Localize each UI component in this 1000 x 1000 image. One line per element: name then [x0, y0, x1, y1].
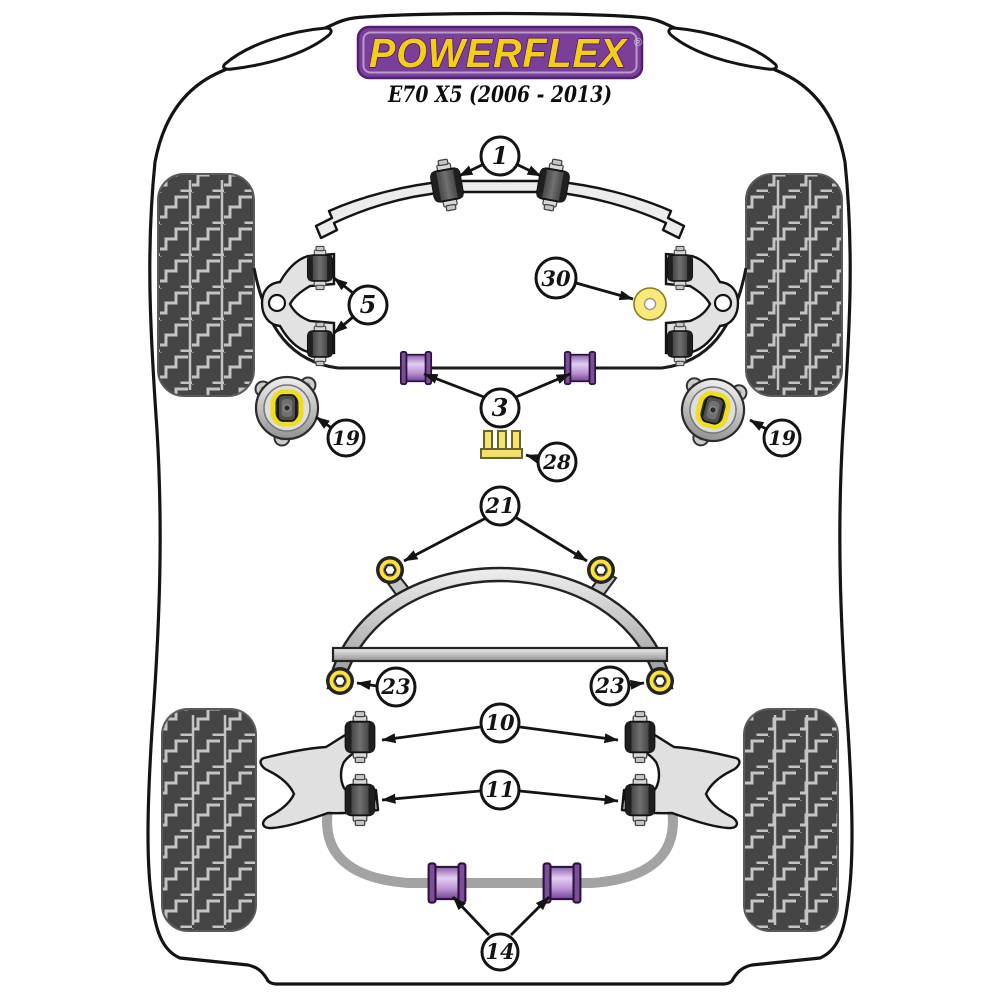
upper-control-arm-left [260, 245, 336, 367]
subframe-mount-rear-right [645, 666, 675, 696]
subframe-mount-front-left [375, 555, 405, 585]
tire-rear-right [743, 708, 839, 932]
subframe-mount-front-right [586, 555, 616, 585]
callout-21: 21 [479, 485, 521, 527]
callout-23-right: 23 [589, 665, 631, 707]
callout-11-label: 11 [485, 777, 514, 802]
mount-insert-28 [480, 430, 523, 459]
callout-1: 1 [479, 135, 521, 177]
front-link-bar [314, 156, 686, 240]
callout-11: 11 [479, 769, 521, 811]
headlight-right [667, 26, 778, 71]
callout-10-label: 10 [485, 710, 515, 735]
callout-19-right: 19 [762, 418, 802, 458]
tire-front-right [745, 173, 843, 397]
callout-arrows [315, 162, 769, 936]
callout-14-label: 14 [485, 939, 514, 964]
rear-arb-bushing-right [542, 862, 582, 904]
callout-30-label: 30 [541, 266, 571, 291]
callout-14: 14 [480, 932, 520, 972]
subframe [325, 555, 675, 696]
callout-1-label: 1 [492, 141, 509, 170]
brand-header: POWERFLEX ® E70 X5 (2006 - 2013) [356, 25, 644, 108]
callout-19-left: 19 [326, 418, 366, 458]
callout-3: 3 [479, 387, 521, 429]
brand-logo-plate [356, 25, 644, 80]
rear-antiroll-bar [322, 799, 678, 904]
subframe-mount-rear-left [325, 666, 355, 696]
callout-10: 10 [479, 702, 521, 744]
front-arb-bushing-right [563, 350, 597, 386]
registered-mark: ® [634, 37, 642, 49]
callout-30: 30 [534, 256, 578, 300]
washer-bush-30 [633, 287, 667, 321]
trailing-arm-right [620, 710, 741, 830]
callout-19-left-label: 19 [332, 426, 360, 450]
callout-23-left: 23 [375, 666, 417, 708]
tire-front-left [157, 173, 255, 397]
callout-5-label: 5 [360, 290, 377, 319]
callout-19-right-label: 19 [768, 426, 796, 450]
model-title: E70 X5 (2006 - 2013) [387, 82, 612, 108]
callout-28: 28 [536, 441, 578, 483]
rear-arb-bushing-left [427, 862, 467, 904]
callout-23-left-label: 23 [380, 674, 410, 699]
callout-28-label: 28 [542, 450, 571, 474]
upper-control-arm-right [664, 245, 740, 367]
headlight-left [222, 26, 333, 71]
callout-3-label: 3 [492, 393, 509, 422]
brand-logo-text: POWERFLEX [369, 30, 629, 76]
callout-21-label: 21 [484, 493, 514, 518]
front-arb-bushing-left [399, 350, 433, 386]
callout-23-right-label: 23 [594, 673, 624, 698]
tire-rear-left [161, 708, 257, 932]
callout-5: 5 [347, 284, 389, 326]
trailing-arm-left [259, 710, 380, 830]
